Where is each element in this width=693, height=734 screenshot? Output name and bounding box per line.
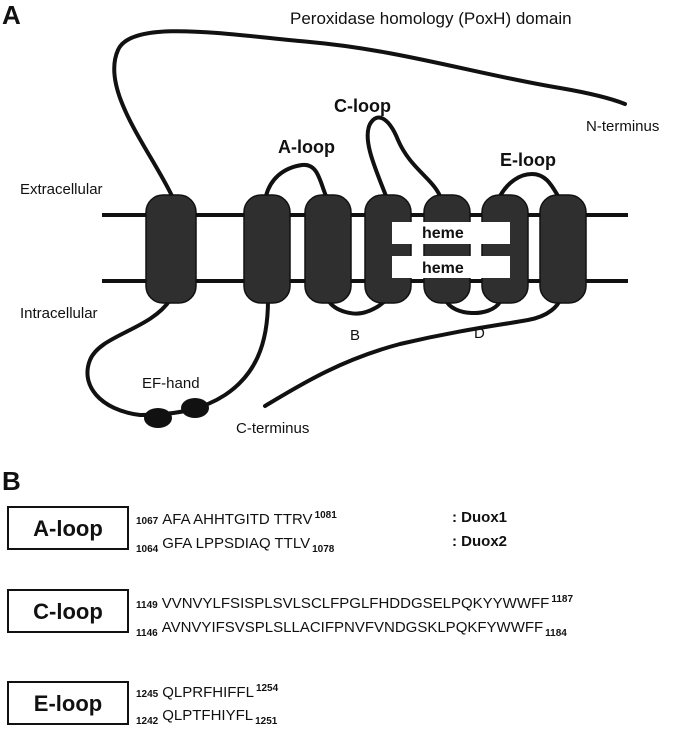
heme-label-upper: heme [422,225,464,242]
heme-bar-upper [392,222,510,244]
c-loop-box [7,589,129,633]
d-loop-path [444,298,502,316]
a-loop-box-label: A-loop [33,516,103,541]
ef-hand-oval-1 [144,408,172,428]
a-loop-label: A-loop [278,137,335,157]
duox1-species-label: : Duox1 [452,509,507,526]
intracellular-label: Intracellular [20,305,98,322]
heme-bar-lower [392,256,510,278]
e-loop-label: E-loop [500,150,556,170]
panel-b-label: B [2,466,21,496]
poxh-domain-loop [112,29,627,198]
tm-helix-0 [145,194,197,304]
c-loop-label: C-loop [334,96,391,116]
tm-helix-3 [364,194,412,304]
ef-hand-label: EF-hand [142,375,200,392]
ef-hand-loop-path [85,298,270,418]
poxh-domain-title: Peroxidase homology (PoxH) domain [290,9,572,28]
n-terminus-label: N-terminus [586,118,659,135]
a-loop-box [7,506,129,550]
tm-helix-2 [304,194,352,304]
d-loop-label: D [474,325,485,342]
duox2-species-label: : Duox2 [452,533,507,550]
tm-helix-6 [539,194,587,304]
c-terminus-path [263,298,562,408]
a-loop-path [264,162,328,198]
b-loop-label: B [350,327,360,344]
c-loop-path [365,115,442,198]
c-terminus-label: C-terminus [236,420,309,437]
e-loop-path [498,171,560,198]
panel-a-label: A [2,0,21,30]
e-loop-box [7,681,129,725]
e-loop-box-label: E-loop [34,691,102,716]
tm-helix-1 [243,194,291,304]
tm-helix-4 [423,194,471,304]
extracellular-label: Extracellular [20,181,103,198]
heme-label-lower: heme [422,260,464,277]
ef-hand-oval-2 [181,398,209,418]
tm-helix-5 [481,194,529,304]
c-loop-box-label: C-loop [33,599,103,624]
